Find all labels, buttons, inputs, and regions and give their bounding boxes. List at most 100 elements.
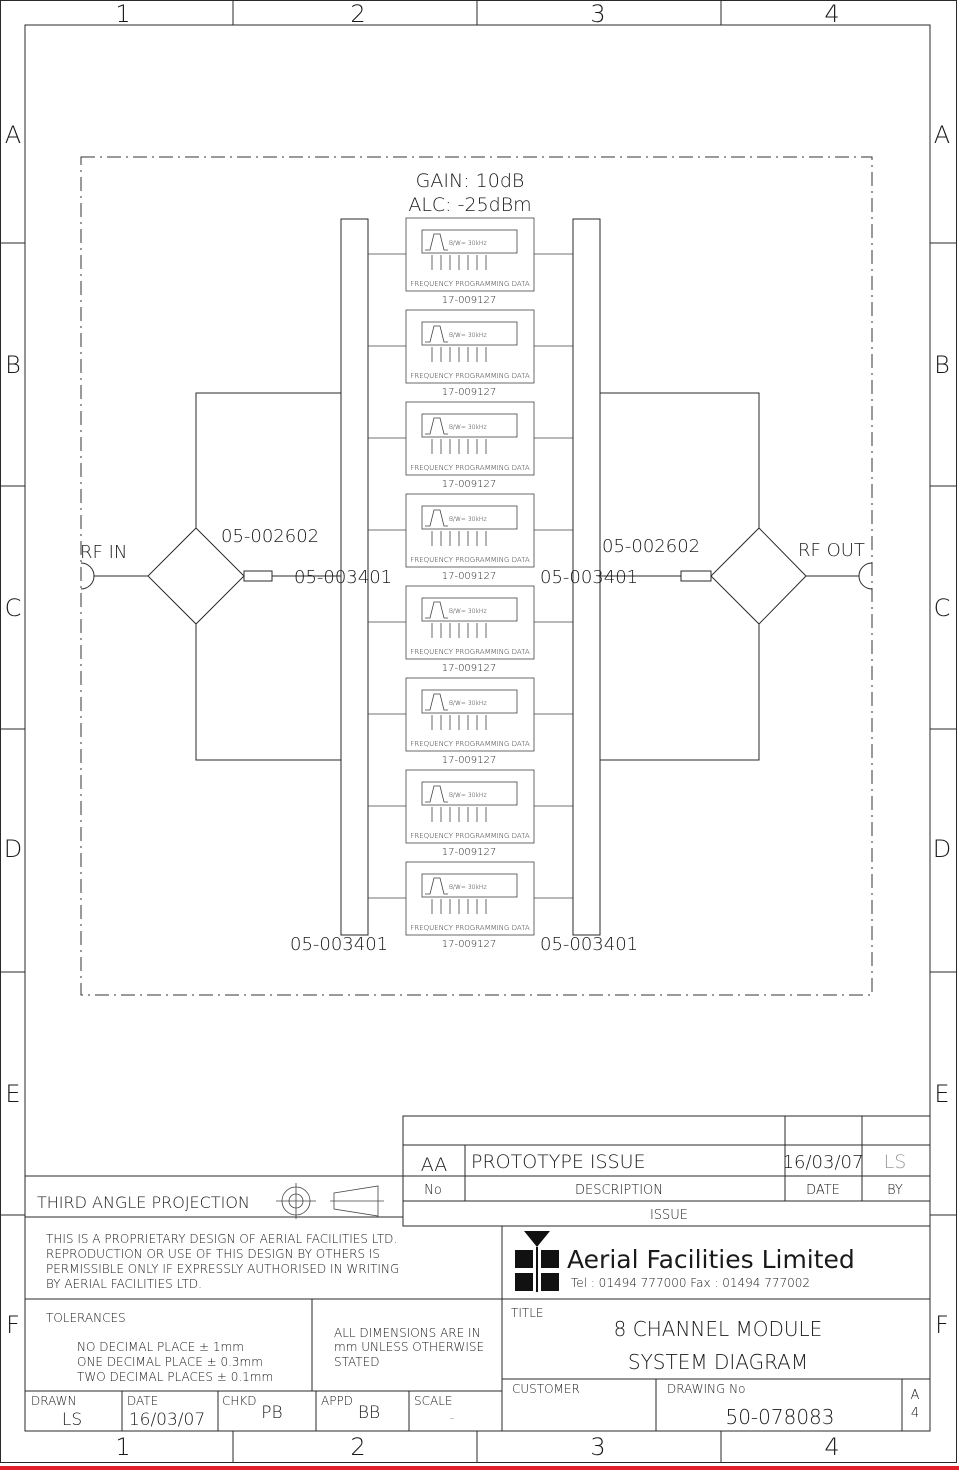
bandpass-icon: [425, 693, 448, 711]
channel-module-box: [405, 677, 535, 752]
column-label: 4: [824, 0, 839, 28]
module-caption: FREQUENCY PROGRAMMING DATA: [410, 372, 530, 380]
drawing-number: 50-078083: [725, 1405, 834, 1429]
system-diagram: GAIN: 10dB ALC: -25dBm RF IN RF OUT 05-0…: [80, 156, 873, 996]
row-label: E: [5, 1080, 20, 1108]
column-label: 3: [590, 1433, 605, 1461]
bandpass-icon: [425, 417, 448, 435]
combiner-right-part: 05-003401: [540, 567, 638, 588]
filter-display: [421, 781, 518, 806]
row-label: A: [5, 121, 21, 149]
row-label: B: [5, 351, 21, 379]
dimensions-note-line: mm UNLESS OTHERWISE: [334, 1340, 484, 1354]
column-label: 2: [350, 0, 365, 28]
gain-label: GAIN: 10dB: [416, 170, 525, 192]
column-label: 2: [350, 1433, 365, 1461]
filter-display: [421, 413, 518, 438]
splitter-right-part: 05-002602: [602, 536, 700, 557]
combiner-bar-left: [340, 218, 369, 936]
row-label: C: [934, 594, 951, 622]
combiner-left-part: 05-003401: [294, 567, 392, 588]
channel-part-number: 17-009127: [442, 387, 497, 398]
drawing-no-label: DRAWING No: [667, 1382, 745, 1396]
zone-labels: 1 2 3 4 1 2 3 4 A B C D E F A B C D E F: [4, 0, 951, 1461]
revision-issue: AA: [421, 1154, 448, 1176]
column-label: 1: [115, 1433, 130, 1461]
bottom-accent-rule: [0, 1466, 959, 1470]
tolerance-line: ONE DECIMAL PLACE ± 0.3mm: [77, 1355, 263, 1369]
channel-module-box: [405, 493, 535, 568]
filter-display: [421, 597, 518, 622]
row-label: D: [4, 835, 22, 863]
company-logo: [515, 1231, 559, 1292]
row-label: B: [934, 351, 950, 379]
module-caption: FREQUENCY PROGRAMMING DATA: [410, 832, 530, 840]
tolerance-line: NO DECIMAL PLACE ± 1mm: [77, 1340, 244, 1354]
bandpass-icon: [425, 233, 448, 251]
splitter-right: [710, 527, 807, 625]
filter-display: [421, 229, 518, 254]
company-contact: Tel : 01494 777000 Fax : 01494 777002: [571, 1276, 810, 1290]
module-caption: FREQUENCY PROGRAMMING DATA: [410, 556, 530, 564]
third-angle-projection-icon: [276, 1183, 384, 1219]
sheet-number: 4: [911, 1406, 919, 1421]
channel-module-box: [405, 861, 535, 936]
proprietary-line: REPRODUCTION OR USE OF THIS DESIGN BY OT…: [46, 1247, 380, 1261]
channel-part-number: 17-009127: [442, 663, 497, 674]
row-label: E: [934, 1080, 949, 1108]
rf-in-connector: [80, 562, 95, 590]
module-caption: FREQUENCY PROGRAMMING DATA: [410, 648, 530, 656]
bandwidth-label: B/W= 30kHz: [449, 884, 487, 891]
revision-by-header: BY: [887, 1183, 903, 1198]
proprietary-line: BY AERIAL FACILITIES LTD.: [46, 1277, 202, 1291]
drawing-title-line: 8 CHANNEL MODULE: [614, 1317, 823, 1341]
channel-module-box: [405, 217, 535, 292]
combiner-left-bottom-part: 05-003401: [290, 934, 388, 955]
bandwidth-label: B/W= 30kHz: [449, 240, 487, 247]
revision-no-header: No: [424, 1183, 442, 1198]
channel-module-box: [405, 769, 535, 844]
title-block: AA PROTOTYPE ISSUE 16/03/07 LS No DESCRI…: [25, 1115, 931, 1431]
column-label: 4: [824, 1433, 839, 1461]
filter-display: [421, 321, 518, 346]
revision-description-header: DESCRIPTION: [575, 1183, 663, 1198]
channel-module-box: [405, 401, 535, 476]
rf-in-label: RF IN: [80, 542, 127, 563]
alc-label: ALC: -25dBm: [408, 194, 531, 216]
company-name: Aerial Facilities Limited: [567, 1245, 855, 1274]
column-label: 1: [115, 0, 130, 28]
drawn-label: DRAWN: [31, 1394, 77, 1408]
combiner-bar-right: [572, 218, 601, 936]
dimensions-note-line: STATED: [334, 1355, 379, 1369]
bandpass-icon: [425, 601, 448, 619]
channel-module-box: [405, 585, 535, 660]
module-caption: FREQUENCY PROGRAMMING DATA: [410, 280, 530, 288]
channel-part-number: 17-009127: [442, 571, 497, 582]
date-label: DATE: [127, 1394, 158, 1408]
module-caption: FREQUENCY PROGRAMMING DATA: [410, 740, 530, 748]
combiner-right-bottom-part: 05-003401: [540, 934, 638, 955]
bandpass-icon: [425, 325, 448, 343]
filter-display: [421, 873, 518, 898]
channel-module-box: [405, 309, 535, 384]
dimensions-note-line: ALL DIMENSIONS ARE IN: [334, 1326, 481, 1340]
tolerances-label: TOLERANCES: [46, 1311, 126, 1325]
approved-label: APPD: [321, 1394, 353, 1408]
checked-label: CHKD: [222, 1394, 257, 1408]
drawn-value: LS: [62, 1410, 82, 1430]
module-enclosure: [80, 156, 873, 996]
channel-part-number: 17-009127: [442, 755, 497, 766]
bandwidth-label: B/W= 30kHz: [449, 332, 487, 339]
date-value: 16/03/07: [129, 1410, 205, 1430]
projection-label: THIRD ANGLE PROJECTION: [37, 1193, 250, 1212]
row-label: A: [934, 121, 950, 149]
revision-issue-header: ISSUE: [650, 1208, 688, 1223]
bandwidth-label: B/W= 30kHz: [449, 700, 487, 707]
